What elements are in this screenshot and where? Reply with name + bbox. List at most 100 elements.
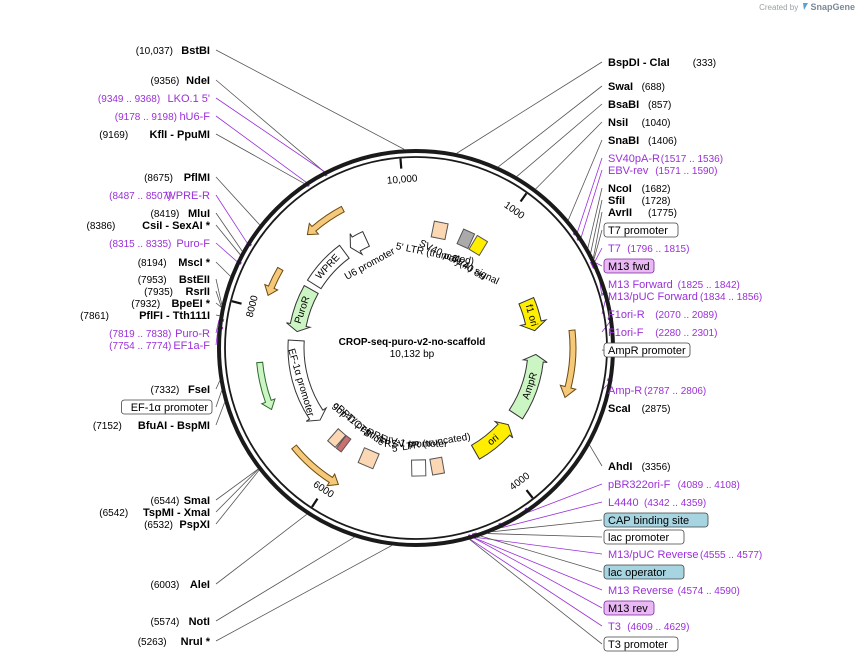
site-label-avrii-35[interactable]: AvrII(1775)	[608, 207, 677, 219]
site-label-ndei-1[interactable]: NdeI(9356)	[150, 75, 210, 87]
site-name: PflMI	[184, 172, 210, 184]
site-name: PflFI - Tth111I	[139, 310, 210, 322]
site-label-alei-23[interactable]: AleI(6003)	[150, 579, 210, 591]
site-label-pspxi-22[interactable]: PspXI(6532)	[144, 519, 210, 531]
site-label-t7-37[interactable]: T7(1796 .. 1815)	[608, 243, 689, 255]
site-name: SmaI	[184, 495, 210, 507]
site-label-lac-promoter-50[interactable]: lac promoter	[603, 529, 685, 545]
feature-cppt-box	[326, 428, 347, 449]
site-name: NotI	[189, 616, 210, 628]
site-position: (7861)	[80, 311, 109, 322]
site-label-lac-operator-52[interactable]: lac operator	[603, 564, 685, 580]
site-name: NruI *	[181, 636, 211, 648]
inner-ring	[224, 156, 608, 540]
leader-m13-puc-reverse-51	[476, 537, 603, 555]
site-position: (4089 .. 4108)	[678, 480, 740, 491]
site-label-m13-rev-54[interactable]: M13 rev	[603, 600, 655, 616]
site-position: (4342 .. 4359)	[644, 498, 706, 509]
site-label-l4440-48[interactable]: L4440(4342 .. 4359)	[608, 497, 706, 509]
site-label-snabi-30[interactable]: SnaBI(1406)	[608, 135, 677, 147]
site-label-sv40pa-r-31[interactable]: SV40pA-R(1517 .. 1536)	[608, 153, 723, 165]
site-label-ef-1-promoter-18[interactable]: EF-1α promoter	[121, 399, 213, 415]
site-label-puro-f-9[interactable]: Puro-F(8315 .. 8335)	[109, 238, 210, 250]
site-label-noti-24[interactable]: NotI(5574)	[150, 616, 210, 628]
site-box	[603, 636, 679, 652]
leader-sv40pa-r-31	[577, 157, 603, 232]
site-label-nsii-29[interactable]: NsiI(1040)	[608, 117, 671, 129]
site-label-m13-puc-forward-40[interactable]: M13/pUC Forward(1834 .. 1856)	[608, 291, 762, 303]
site-box	[603, 342, 691, 358]
plasmid-size: 10,132 bp	[390, 349, 435, 360]
site-label-lko-1-5-2[interactable]: LKO.1 5'(9349 .. 9368)	[98, 93, 210, 105]
site-label-tspmi-xmai-21[interactable]: TspMI - XmaI(6542)	[99, 507, 210, 519]
site-label-m13-puc-reverse-51[interactable]: M13/pUC Reverse(4555 .. 4577)	[608, 549, 762, 561]
leader-kfli-ppumi-4	[215, 133, 305, 184]
site-label-bstbi-0[interactable]: BstBI(10,037)	[136, 45, 210, 57]
site-label-puro-r-15[interactable]: Puro-R(7819 .. 7838)	[109, 328, 210, 340]
site-label-mlui-7[interactable]: MluI(8419)	[150, 208, 210, 220]
site-label-bsabi-28[interactable]: BsaBI(857)	[608, 99, 671, 111]
site-label-pflmi-5[interactable]: PflMI(8675)	[144, 172, 210, 184]
site-name: BsaBI	[608, 99, 639, 111]
site-label-m13-forward-39[interactable]: M13 Forward(1825 .. 1842)	[608, 279, 740, 291]
site-label-ampr-promoter-43[interactable]: AmpR promoter	[603, 342, 691, 358]
site-label-csii-sexai-8[interactable]: CsiI - SexAI *(8386)	[86, 220, 210, 232]
plasmid-backbone	[217, 149, 615, 547]
site-label-msci-10[interactable]: MscI *(8194)	[138, 257, 211, 269]
site-box	[603, 600, 655, 616]
site-position: (8194)	[138, 258, 167, 269]
leader-pflmi-5	[215, 176, 260, 226]
ltr-outer-arrow	[291, 444, 340, 487]
site-label-nrui-25[interactable]: NruI * (5263)	[138, 636, 211, 648]
site-label-sfii-34[interactable]: SfiI(1728)	[608, 195, 671, 207]
site-position: (2070 .. 2089)	[655, 310, 717, 321]
site-label-t3-55[interactable]: T3(4609 .. 4629)	[608, 621, 689, 633]
site-label-bfuai-bspmi-19[interactable]: BfuAI - BspMI(7152)	[93, 420, 210, 432]
site-label-kfli-ppumi-4[interactable]: KflI - PpuMI(9169)	[99, 129, 210, 141]
site-label-wpre-r-6[interactable]: WPRE-R(8487 .. 8507)	[109, 190, 210, 202]
site-label-pbr322ori-f-47[interactable]: pBR322ori-F(4089 .. 4108)	[608, 479, 740, 491]
site-name: TspMI - XmaI	[143, 507, 210, 519]
leader-csii-sexai-8	[215, 224, 241, 255]
site-label-ebv-rev-32[interactable]: EBV-rev(1571 .. 1590)	[608, 165, 717, 177]
tick-label-10000: 10,000	[387, 173, 419, 186]
site-label-scai-45[interactable]: ScaI(2875)	[608, 403, 671, 415]
site-label-swai-27[interactable]: SwaI(688)	[608, 81, 665, 93]
site-labels: BstBI(10,037) NdeI(9356) LKO.1 5'(9349 .. …	[80, 45, 762, 652]
site-label-cap-binding-site-49[interactable]: CAP binding site	[603, 512, 709, 528]
site-position: (7953)	[138, 275, 167, 286]
site-label-t3-promoter-56[interactable]: T3 promoter	[603, 636, 679, 652]
site-name: Amp-R	[608, 385, 642, 397]
site-position: (6532)	[144, 520, 173, 531]
site-label-ncoi-33[interactable]: NcoI(1682)	[608, 183, 671, 195]
site-label-amp-r-44[interactable]: Amp-R(2787 .. 2806)	[608, 385, 706, 397]
site-label-pflfi-tth111i-14[interactable]: PflFI - Tth111I (7861)	[80, 310, 210, 322]
site-label-ahdi-46[interactable]: AhdI(3356)	[608, 461, 671, 473]
site-label-bpeei-13[interactable]: BpeEI *(7932)	[131, 298, 210, 310]
site-label-f1ori-r-41[interactable]: F1ori-R(2070 .. 2089)	[608, 309, 717, 321]
site-label-m13-reverse-53[interactable]: M13 Reverse(4574 .. 4590)	[608, 585, 740, 597]
feature-sv40pa-box	[456, 228, 476, 250]
site-label-smai-20[interactable]: SmaI(6544)	[150, 495, 210, 507]
site-label-ef1a-f-16[interactable]: EF1a-F(7754 .. 7774)	[109, 340, 210, 352]
site-label-m13-fwd-38[interactable]: M13 fwd	[603, 258, 655, 274]
site-label-bsteii-11[interactable]: BstEII(7953)	[138, 274, 210, 286]
site-name: EF-1α promoter	[131, 402, 209, 414]
site-label-fsei-17[interactable]: FseI(7332)	[150, 384, 210, 396]
site-label-rsrii-12[interactable]: RsrII(7935)	[144, 286, 210, 298]
site-label-t7-promoter-36[interactable]: T7 promoter	[603, 222, 679, 238]
site-name: CAP binding site	[608, 515, 689, 527]
feature-ef1a-arrow	[287, 339, 328, 422]
feature-puror-arrow	[286, 284, 319, 333]
site-label-bspdi-clai-26[interactable]: BspDI - ClaI(333)	[608, 57, 716, 69]
leader-swai-27	[498, 85, 603, 168]
site-name: M13 Forward	[608, 279, 673, 291]
site-label-hu6-f-3[interactable]: hU6-F(9178 .. 9198)	[115, 111, 211, 123]
site-label-f1ori-f-42[interactable]: F1ori-F(2280 .. 2301)	[608, 327, 717, 339]
site-position: (8487 .. 8507)	[109, 191, 171, 202]
leader-bsabi-28	[516, 103, 603, 177]
site-position: (5263)	[138, 637, 167, 648]
site-name: SfiI	[608, 195, 625, 207]
site-position: (8386)	[86, 221, 115, 232]
